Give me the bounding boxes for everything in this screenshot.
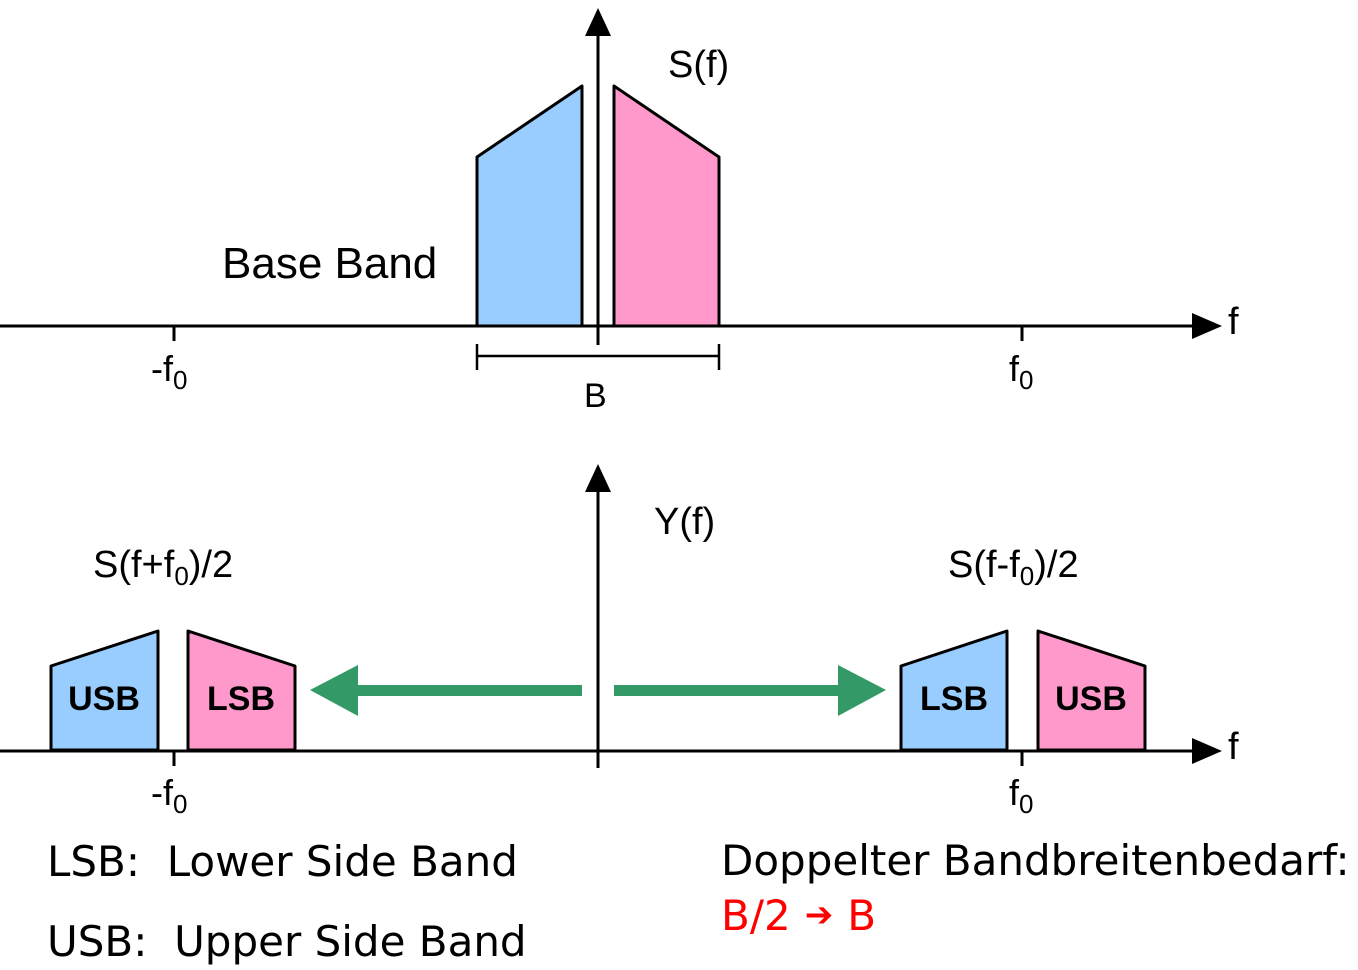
bandwidth-label: B [584, 377, 607, 415]
top-y-axis-arrowhead [585, 8, 611, 36]
top-y-axis-label: S(f) [668, 44, 729, 86]
left-usb-band [49, 629, 160, 752]
bottom-pos-f0-label: f0 [1009, 772, 1033, 819]
left-lsb-band [186, 629, 297, 752]
bottom-y-axis-label: Y(f) [654, 501, 715, 543]
shift-right-arrow [614, 665, 886, 716]
right-usb-band [1036, 629, 1147, 752]
shift-left-arrow [310, 665, 582, 716]
note-arrow: ➔ [805, 895, 834, 935]
bottom-y-axis-arrowhead [585, 464, 611, 492]
base-band-label: Base Band [222, 239, 437, 288]
legend-lsb: LSB: Lower Side Band [47, 837, 518, 886]
legend: LSB: Lower Side Band USB: Upper Side Ban… [47, 837, 527, 966]
right-usb-label: USB [1055, 680, 1127, 718]
note-from: B/2 [721, 891, 791, 940]
baseband-lower-half [475, 84, 584, 328]
bandwidth-bracket [475, 344, 721, 370]
bandwidth-note-formula: B/2 ➔ B [721, 891, 876, 940]
top-x-axis-label: f [1228, 301, 1239, 343]
top-x-axis-arrowhead [1192, 313, 1222, 339]
bottom-x-axis-arrowhead [1192, 738, 1222, 764]
left-spectrum-label: S(f+f0)/2 [93, 544, 233, 591]
bandwidth-note-text: Doppelter Bandbreitenbedarf: [721, 836, 1350, 885]
bottom-x-axis-label: f [1228, 726, 1239, 768]
left-usb-label: USB [68, 680, 140, 718]
bandwidth-note: Doppelter Bandbreitenbedarf: B/2 ➔ B [721, 836, 1350, 940]
top-neg-f0-label: -f0 [151, 348, 187, 395]
bottom-neg-f0-label: -f0 [151, 772, 187, 819]
top-spectrum-plot: f S(f) Base Band -f0 f0 B [0, 8, 1239, 415]
left-lsb-label: LSB [207, 680, 275, 718]
right-lsb-label: LSB [920, 680, 988, 718]
legend-usb: USB: Upper Side Band [47, 917, 527, 966]
top-pos-f0-label: f0 [1009, 348, 1033, 395]
right-lsb-band [899, 629, 1009, 752]
right-spectrum-label: S(f-f0)/2 [948, 544, 1079, 591]
bottom-spectrum-plot: f Y(f) -f0 f0 S(f+f0)/2 USB LSB S(f-f0)/… [0, 464, 1239, 819]
note-to: B [847, 891, 876, 940]
baseband-upper-half [612, 84, 721, 328]
